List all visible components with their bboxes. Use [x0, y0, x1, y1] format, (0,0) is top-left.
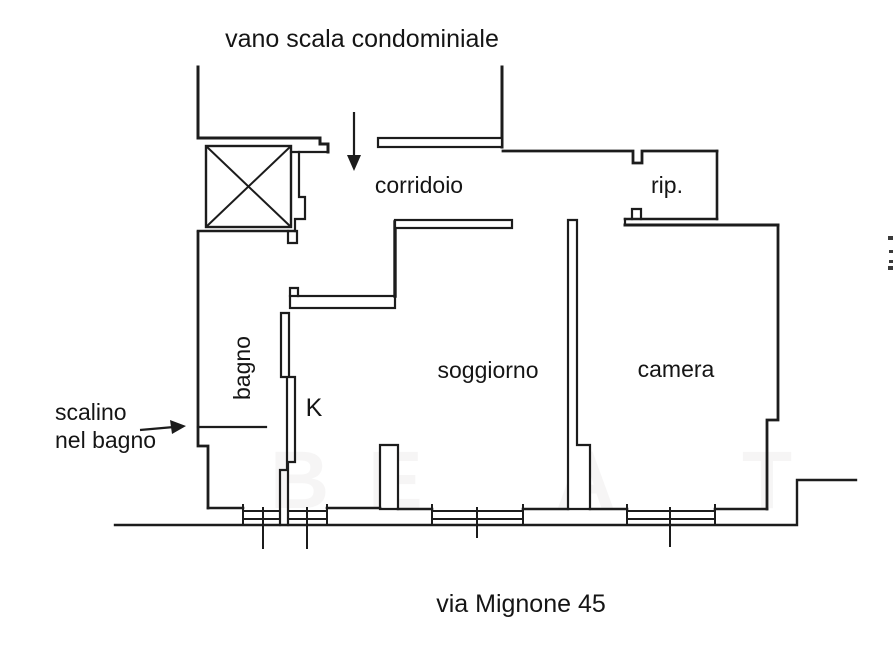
- elevator-pier: [289, 150, 307, 233]
- baseline: [113, 478, 858, 527]
- label-step-note-line1: scalino: [55, 399, 127, 425]
- elevator-box: [204, 144, 293, 229]
- kitchen-window: [287, 504, 328, 549]
- arrows: [139, 112, 361, 434]
- elevator-symbol: [204, 144, 293, 229]
- corridor-top-wall: [376, 136, 504, 149]
- watermark-letter: B: [270, 435, 329, 526]
- step-arrow-icon: [139, 420, 186, 434]
- storage-top-wall: [501, 149, 719, 165]
- corridor-kitchen-wall: [288, 294, 397, 310]
- label-step-note-line2: nel bagno: [55, 427, 156, 453]
- entry-arrow-icon: [347, 112, 361, 171]
- label-bedroom: camera: [638, 356, 715, 382]
- walls: [113, 65, 858, 527]
- bath-window: [242, 504, 281, 549]
- watermark: B E A T: [270, 435, 792, 526]
- label-kitchen: K: [306, 394, 323, 422]
- bath-door-jamb-top: [286, 229, 299, 245]
- bedroom-right-wall: [765, 223, 780, 511]
- elevator-cross: [205, 145, 292, 228]
- label-living-room: soggiorno: [437, 357, 538, 383]
- living-top-wall: [393, 218, 514, 230]
- edge-artifact: [888, 236, 893, 270]
- living-bedroom-divider-wall: [566, 218, 592, 511]
- bath-left-wall: [196, 230, 210, 510]
- label-bathroom: bagno: [229, 336, 255, 400]
- bedroom-window: [626, 504, 716, 547]
- label-corridor: corridoio: [375, 172, 463, 198]
- living-window: [431, 504, 524, 538]
- bath-kitchen-divider-wall: [278, 311, 297, 527]
- living-left-wall-stub: [378, 443, 400, 511]
- label-address: via Mignone 45: [436, 590, 606, 618]
- storage-door-jamb: [630, 207, 643, 221]
- label-step-note: scalino nel bagno: [55, 399, 156, 453]
- label-storage: rip.: [651, 172, 683, 198]
- label-stairwell: vano scala condominiale: [225, 25, 499, 53]
- stairwell-top-left-wall: [196, 136, 330, 154]
- windows: [242, 504, 716, 549]
- bath-door-jamb-bottom: [288, 286, 300, 298]
